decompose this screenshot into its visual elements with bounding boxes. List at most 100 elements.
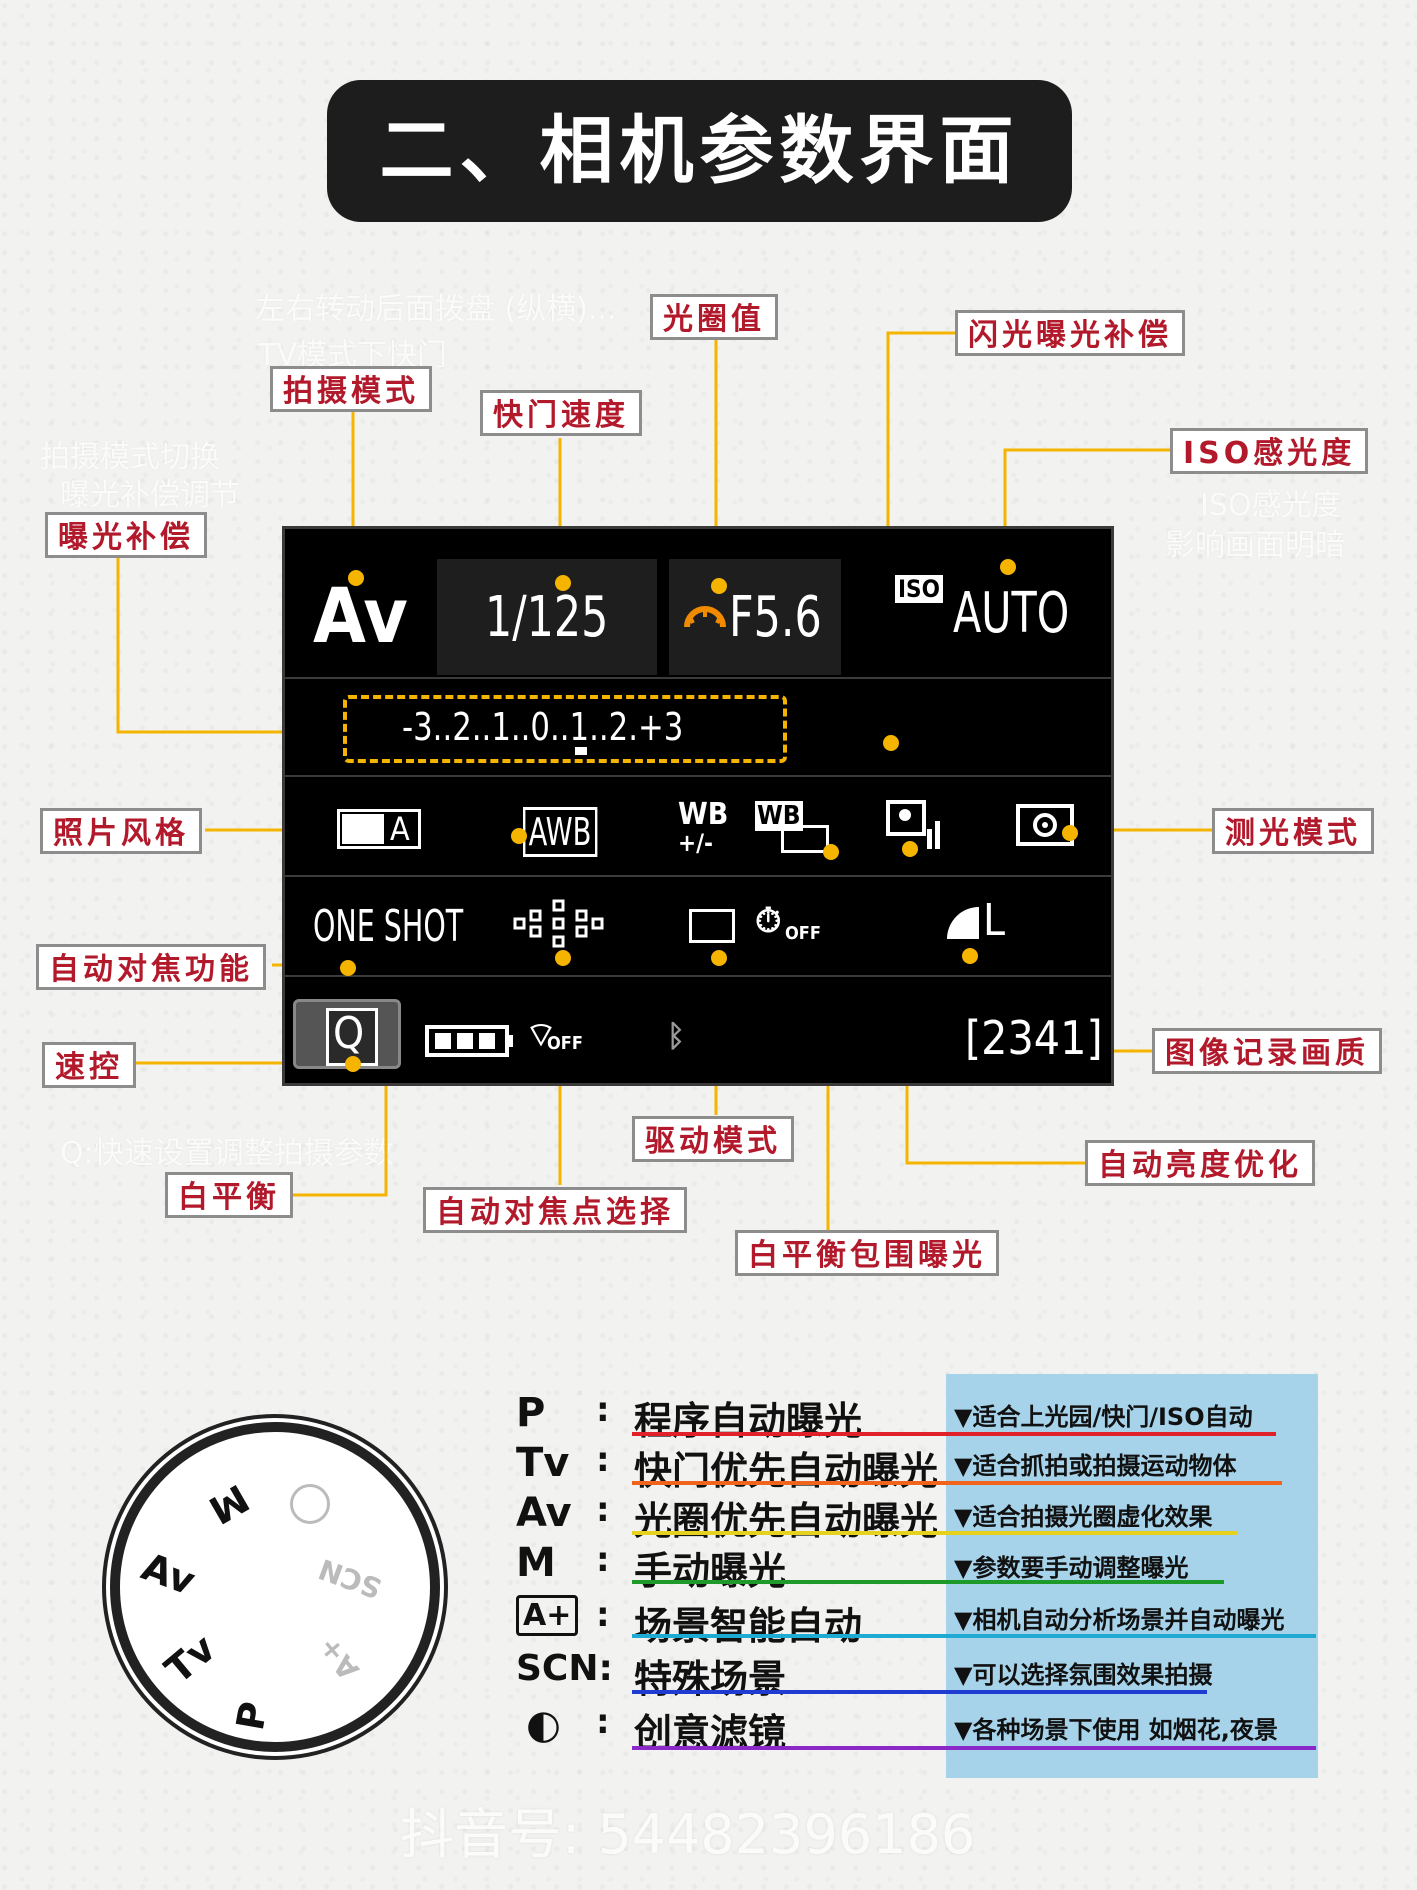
faint-note: 左右转动后面拨盘 (纵横)... (255, 292, 617, 327)
self-timer-icon[interactable]: ⏱ (755, 901, 782, 941)
af-point-icon[interactable] (511, 897, 607, 953)
dial-mark-tv: Tv (156, 1625, 224, 1693)
callout-dot (345, 1056, 361, 1072)
watermark: 抖音号: 54482396186 (400, 1803, 976, 1866)
iso-badge: ISO (895, 575, 943, 603)
mode-name: 场景智能自动 (634, 1604, 863, 1648)
mode-readout: Av (313, 571, 408, 660)
mode-key: Av (516, 1490, 572, 1536)
callout-dot (511, 828, 527, 844)
mode-colon: : (596, 1490, 610, 1530)
camera-screen: Av 1/125 F5.6 ISO AUTO -3..2..1..0..1..2… (282, 526, 1114, 1086)
callout-dot (823, 844, 839, 860)
exposure-scale-box[interactable]: -3..2..1..0..1..2.+3 (343, 695, 787, 763)
underline-tv (632, 1481, 1282, 1485)
shutter-readout: 1/125 (485, 585, 609, 650)
q-letter: Q (333, 1008, 365, 1059)
label-af-point: 自动对焦点选择 (423, 1187, 687, 1233)
mode-desc: ▼适合上光园/快门/ISO自动 (954, 1403, 1253, 1431)
bluetooth-icon: ᛒ (667, 1019, 685, 1054)
callout-dot (883, 735, 899, 751)
dial-mark-av: Av (136, 1544, 201, 1604)
dial-mark-auto: A+ (311, 1630, 366, 1687)
mode-colon: : (596, 1440, 610, 1480)
callout-dot (340, 960, 356, 976)
quality-icon[interactable] (945, 905, 981, 941)
mode-name: 手动曝光 (634, 1549, 787, 1593)
callout-dot (1062, 825, 1078, 841)
mode-colon: : (596, 1540, 610, 1580)
iso-readout[interactable]: AUTO (953, 581, 1070, 646)
underline-av (632, 1531, 1238, 1535)
wb-comp-sub: +/- (678, 829, 713, 857)
underline-m (632, 1580, 1224, 1584)
callout-dot (711, 578, 727, 594)
label-flash-exposure-comp: 闪光曝光补偿 (955, 310, 1185, 356)
callout-dot (348, 570, 364, 586)
picture-style-swatch (342, 814, 384, 844)
label-shutter-speed: 快门速度 (480, 390, 642, 436)
faint-note: ISO感光度 (1200, 488, 1342, 523)
callout-dot (555, 950, 571, 966)
callout-dot (902, 841, 918, 857)
mode-desc-panel (946, 1374, 1318, 1778)
underline-scn (632, 1690, 1207, 1694)
mode-desc: ▼参数要手动调整曝光 (954, 1554, 1189, 1582)
scene-auto-icon: A+ (516, 1595, 579, 1636)
exposure-scale: -3..2..1..0..1..2.+3 (402, 705, 684, 749)
wifi-off: OFF (547, 1033, 583, 1054)
wifi-icon: ⌔ (525, 1015, 557, 1055)
mode-desc: ▼适合抓拍或拍摄运动物体 (954, 1452, 1237, 1480)
label-wb-bracket: 白平衡包围曝光 (735, 1230, 999, 1276)
mode-name: 特殊场景 (634, 1657, 787, 1701)
mode-key: SCN: (516, 1648, 613, 1689)
divider (285, 775, 1111, 777)
faint-note: 曝光补偿调节 (60, 478, 240, 513)
label-quick-control: 速控 (42, 1042, 136, 1088)
quality-readout: L (983, 895, 1006, 946)
mode-name: 快门优先自动曝光 (634, 1449, 939, 1493)
shots-remaining: [2341] (965, 1011, 1103, 1065)
faint-note: Q:快速设置调整拍摄参数 (60, 1136, 394, 1171)
picture-style-icon[interactable]: A (337, 809, 421, 849)
wb-bracket-stack (781, 825, 829, 853)
battery-icon (425, 1025, 513, 1057)
shutter-cell[interactable]: 1/125 (437, 559, 657, 675)
creative-filter-icon: ◐ (526, 1702, 561, 1748)
faint-note: 影响画面明暗 (1165, 528, 1345, 563)
dial-mark-scn: SCN (314, 1552, 386, 1605)
underline-filter (632, 1746, 1316, 1750)
mode-colon: : (596, 1702, 610, 1742)
mode-key: P (516, 1390, 546, 1436)
af-mode-readout[interactable]: ONE SHOT (313, 901, 464, 952)
label-aperture: 光圈值 (650, 294, 778, 340)
aperture-icon (684, 606, 726, 628)
label-image-quality: 图像记录画质 (1152, 1028, 1382, 1074)
wb-bracket-icon[interactable]: WB (755, 801, 803, 831)
dial-mark-p: P (227, 1698, 277, 1734)
mode-key: M (516, 1540, 556, 1586)
mode-key: Tv (516, 1440, 570, 1486)
label-picture-style: 照片风格 (40, 808, 202, 854)
mode-name: 程序自动曝光 (634, 1399, 863, 1443)
mode-desc: ▼可以选择氛围效果拍摄 (954, 1661, 1213, 1689)
label-iso: ISO感光度 (1170, 428, 1369, 474)
mode-colon: : (596, 1595, 610, 1635)
divider (285, 975, 1111, 977)
awb-icon[interactable]: AWB (523, 807, 598, 857)
mode-desc: ▼相机自动分析场景并自动曝光 (954, 1606, 1285, 1634)
label-metering-mode: 测光模式 (1212, 808, 1374, 854)
exposure-indicator (575, 747, 587, 755)
label-exposure-comp: 曝光补偿 (45, 512, 207, 558)
aperture-cell[interactable]: F5.6 (669, 559, 841, 675)
drive-mode-icon[interactable] (689, 909, 735, 943)
self-timer-off: OFF (785, 923, 821, 944)
label-auto-lighting: 自动亮度优化 (1085, 1140, 1315, 1186)
wb-comp-icon[interactable]: WB (678, 797, 729, 832)
callout-dot (711, 950, 727, 966)
aperture-readout: F5.6 (729, 585, 822, 650)
mode-name: 光圈优先自动曝光 (634, 1499, 939, 1543)
auto-lighting-icon[interactable] (885, 799, 945, 853)
mode-dial[interactable]: M Av Tv P SCN A+ (110, 1422, 440, 1752)
label-white-balance: 白平衡 (165, 1172, 293, 1218)
